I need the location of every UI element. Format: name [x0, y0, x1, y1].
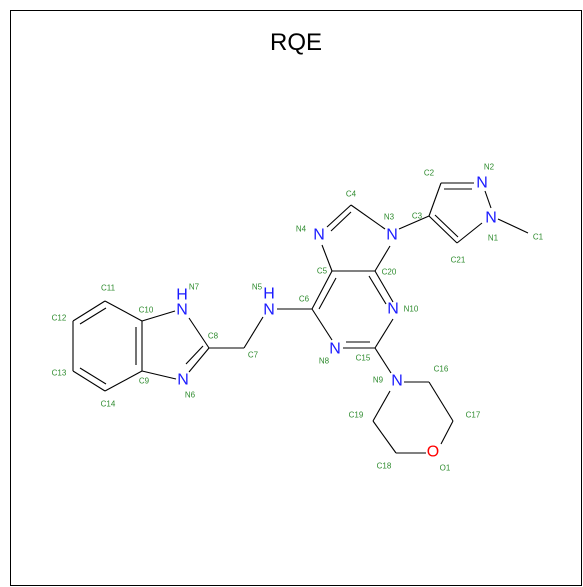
bond-c19-n9 [372, 390, 391, 422]
bond-c3-n3 [398, 215, 430, 230]
bond-c11-c12-double [79, 307, 107, 325]
bond-c11-c12 [72, 300, 106, 322]
bond-c13-c14 [72, 370, 106, 392]
bond-n6-c8-double [185, 345, 204, 365]
bond-c15-n9 [374, 347, 392, 374]
bonds [72, 182, 529, 454]
label-c4: C4 [346, 190, 357, 199]
bond-n6-c8 [188, 347, 210, 373]
label-c12: C12 [52, 314, 67, 323]
atom-symbols: N N N N N N N O N H N H N [176, 175, 497, 461]
bond-c6-c5 [311, 270, 333, 310]
bond-c20-n10 [374, 270, 394, 303]
label-c2: C2 [424, 169, 435, 178]
label-n8: N8 [319, 357, 330, 366]
label-c9: C9 [139, 377, 150, 386]
bond-n1-n2 [484, 190, 492, 209]
label-c17: C17 [466, 411, 481, 420]
bond-c2-c3 [428, 182, 442, 217]
molecule-structure: N N N N N N N O N H N H N C1 N1 N2 C2 C3… [52, 163, 544, 473]
bond-c4-n4 [326, 204, 352, 228]
atom-n4: N [313, 227, 325, 244]
label-n7: N7 [189, 283, 200, 292]
label-c16: C16 [434, 365, 449, 374]
bond-c14-c9 [104, 370, 143, 392]
bond-c9-n6 [141, 370, 177, 380]
atom-number-labels: C1 N1 N2 C2 C3 C21 N3 C4 N4 C5 C20 N10 C… [52, 163, 544, 473]
label-c18: C18 [377, 462, 392, 471]
bond-n7-c10 [141, 310, 176, 322]
atom-n6: N [177, 372, 189, 389]
atom-n10: N [387, 301, 399, 318]
label-c19: C19 [349, 411, 364, 420]
label-c14: C14 [101, 400, 116, 409]
bond-c17-o1 [440, 420, 454, 445]
bond-c16-c17 [428, 381, 454, 422]
label-c5: C5 [317, 267, 328, 276]
label-c3: C3 [412, 212, 423, 221]
bond-n5-c7 [243, 316, 264, 349]
atom-n1: N [485, 210, 497, 227]
bond-c13-c14-double [79, 367, 107, 385]
label-n2: N2 [484, 163, 495, 172]
bond-c8-n7 [188, 317, 210, 349]
label-n1: N1 [488, 234, 499, 243]
bond-n3-c4 [350, 204, 386, 230]
bond-c20-n10-double [368, 275, 387, 305]
bond-c20-n3 [374, 245, 391, 272]
atom-n9: N [391, 373, 403, 390]
label-n10: N10 [404, 305, 419, 314]
bond-n10-c15 [374, 318, 394, 349]
atom-n3: N [386, 227, 398, 244]
atom-o1: O [427, 444, 439, 461]
label-c6: C6 [299, 295, 310, 304]
atom-n7-h: H [176, 287, 188, 304]
bond-c3-c21-double [434, 214, 459, 238]
atom-n8: N [329, 341, 341, 358]
molecule-title: RQE [269, 29, 322, 56]
label-n5: N5 [252, 283, 263, 292]
label-c7: C7 [248, 351, 259, 360]
bond-c1-n1 [497, 218, 529, 234]
bond-c4-n4-double [330, 211, 352, 232]
bond-c18-c19 [372, 420, 397, 454]
atom-n7: N [176, 302, 188, 319]
label-c15: C15 [356, 354, 371, 363]
label-c1: C1 [533, 233, 544, 242]
diagram-frame: RQE [10, 10, 582, 586]
label-n6: N6 [185, 391, 196, 400]
label-c8: C8 [208, 332, 219, 341]
label-c11: C11 [101, 284, 116, 293]
bond-c6-c5-double [318, 277, 337, 310]
bond-n4-c5 [321, 244, 333, 272]
atom-n2: N [476, 175, 488, 192]
label-o1: O1 [440, 464, 451, 473]
bond-c10-c11 [104, 300, 143, 322]
label-c21: C21 [451, 256, 466, 265]
label-n3: N3 [384, 213, 395, 222]
atom-n5-h: H [263, 286, 275, 303]
atom-n5: N [263, 302, 275, 319]
label-c20: C20 [382, 268, 397, 277]
bond-c21-n1 [456, 222, 483, 244]
label-n4: N4 [296, 225, 307, 234]
label-c13: C13 [52, 369, 67, 378]
label-n9: N9 [373, 376, 384, 385]
label-c10: C10 [139, 306, 154, 315]
bond-n8-c6 [311, 308, 333, 341]
bond-c3-c21 [428, 215, 458, 244]
